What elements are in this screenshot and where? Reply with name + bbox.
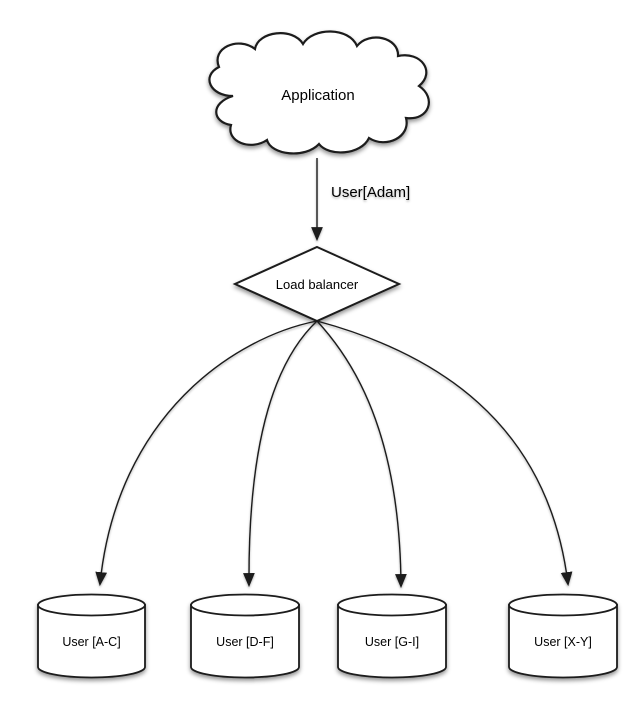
- edge-lb-to-shard-g-i: [316, 320, 407, 589]
- database-cylinder-icon: [508, 604, 618, 679]
- node-shard-cylinder-g-i: User [G-I]: [337, 593, 447, 679]
- database-cylinder-top: [190, 593, 300, 617]
- database-cylinder-top: [37, 593, 146, 617]
- database-cylinder-icon: [190, 604, 300, 679]
- shard-label-g-i: User [G-I]: [365, 635, 419, 649]
- edge-application-to-load-balancer: User[Adam]: [311, 158, 410, 242]
- application-label: Application: [281, 87, 354, 104]
- shard-label-a-c: User [A-C]: [62, 635, 120, 649]
- node-shard-cylinder-x-y: User [X-Y]: [508, 593, 618, 679]
- database-cylinder-top: [508, 593, 618, 617]
- database-cylinder-top: [337, 593, 447, 617]
- node-shard-cylinder-d-f: User [D-F]: [190, 593, 300, 679]
- edges-load-balancer-to-shards: [95, 320, 573, 589]
- edge-lb-to-shard-a-c: [95, 320, 318, 587]
- node-shard-cylinder-a-c: User [A-C]: [37, 593, 146, 679]
- node-application-cloud: Application: [208, 30, 430, 155]
- shard-label-x-y: User [X-Y]: [534, 635, 592, 649]
- edge-label-user-adam: User[Adam]: [331, 184, 410, 201]
- cloud-icon: [208, 30, 430, 155]
- database-cylinder-icon: [337, 604, 447, 679]
- node-load-balancer-diamond: Load balancer: [232, 245, 402, 323]
- edge-lb-to-shard-x-y: [316, 320, 573, 587]
- shard-label-d-f: User [D-F]: [216, 635, 274, 649]
- edge-lb-to-shard-d-f: [243, 320, 318, 588]
- load-balancer-label: Load balancer: [276, 277, 359, 292]
- database-cylinder-icon: [37, 604, 146, 679]
